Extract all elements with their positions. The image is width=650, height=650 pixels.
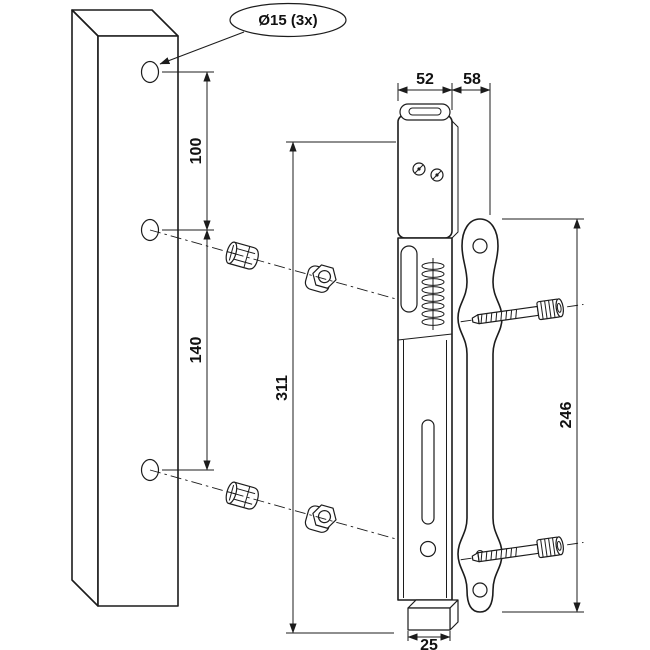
- dim-25: 25: [407, 631, 451, 650]
- dim-311-label: 311: [274, 375, 291, 401]
- socket-screw-lower: [460, 536, 584, 563]
- centerline-upper: [149, 229, 397, 300]
- hex-bolt-upper: [304, 264, 337, 293]
- dim-25-label: 25: [420, 637, 438, 650]
- keeper-head-depth-edge: [451, 120, 459, 239]
- dim-100-label: 100: [188, 138, 205, 165]
- keeper-spring: [421, 258, 445, 330]
- dim-140: 140: [162, 229, 214, 471]
- keeper-top-cap: [399, 103, 451, 121]
- lock-keeper-body: [397, 103, 459, 631]
- plate-hole-bottom: [472, 582, 488, 598]
- dim-52: 52: [397, 71, 453, 110]
- callout-label: Ø15 (3x): [258, 12, 317, 29]
- keeper-top-slot: [408, 107, 442, 116]
- keeper-lower-hole: [419, 540, 437, 558]
- dim-246: 246: [502, 218, 584, 613]
- keeper-face-screws: [412, 162, 444, 182]
- dim-58: 58: [451, 71, 491, 215]
- post-hole-top: [140, 60, 160, 84]
- dim-246-label: 246: [558, 402, 575, 429]
- callout-leader: [159, 31, 245, 65]
- keeper-adjustment-slot: [421, 419, 435, 525]
- wall-plug-upper: [225, 241, 259, 270]
- plate-hole-top: [472, 238, 488, 254]
- keeper-base: [407, 599, 459, 631]
- callout-bubble: [229, 2, 347, 38]
- keeper-head: [397, 114, 453, 239]
- socket-screw-upper: [460, 298, 584, 325]
- centerline-lower: [149, 469, 397, 540]
- dim-311: 311: [274, 141, 396, 634]
- square-post: [71, 9, 179, 607]
- dim-58-label: 58: [463, 71, 481, 88]
- hex-bolt-lower: [304, 504, 337, 533]
- dim-52-label: 52: [416, 71, 434, 88]
- diameter-callout: Ø15 (3x): [159, 2, 347, 65]
- keeper-latch: [400, 245, 418, 313]
- dim-140-label: 140: [188, 337, 205, 364]
